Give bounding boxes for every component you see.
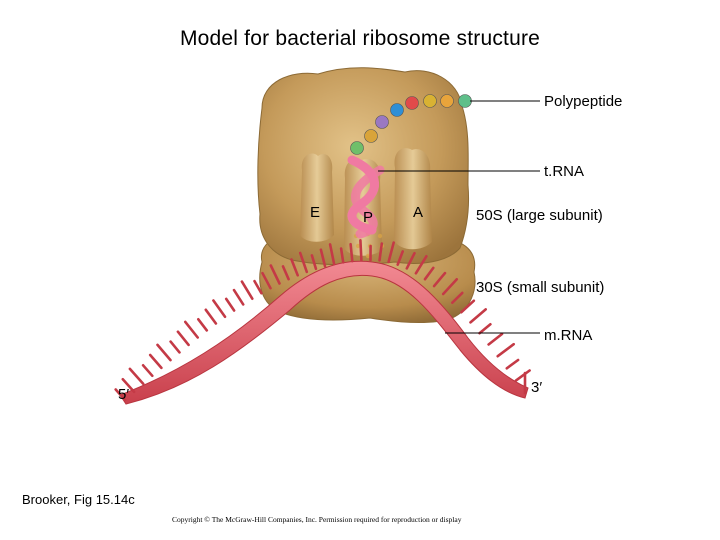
small-subunit-label: 30S (small subunit) — [476, 279, 605, 296]
mrna-nucleotide-tick — [310, 254, 318, 271]
mrna-nucleotide-tick — [359, 239, 363, 262]
mrna-nucleotide-tick — [232, 288, 245, 306]
e-site-pocket — [300, 153, 334, 242]
mrna-nucleotide-tick — [319, 248, 327, 268]
polypeptide-chain — [350, 94, 472, 155]
mrna-nucleotide-tick — [128, 367, 145, 386]
mrna-nucleotide-tick — [212, 299, 227, 319]
amino-acid-bead — [423, 94, 437, 108]
five-prime-label: 5′ — [118, 386, 130, 403]
diagram-title: Model for bacterial ribosome structure — [179, 27, 541, 50]
mrna-nucleotide-tick — [204, 308, 218, 325]
mrna-nucleotide-tick — [339, 247, 345, 264]
trna-molecule — [347, 155, 385, 239]
mrna-nucleotide-tick — [141, 363, 154, 378]
mrna-nucleotide-tick — [387, 241, 396, 264]
mrna-nucleotide-tick — [169, 340, 181, 354]
mrna-nucleotide-tick — [514, 369, 531, 382]
mrna-nucleotide-tick — [253, 279, 263, 295]
mrna-label: m.RNA — [544, 327, 593, 344]
mrna-nucleotide-tick — [432, 271, 447, 288]
mrna-nucleotide-tick — [281, 265, 290, 281]
mrna-nucleotide-tick — [478, 322, 492, 335]
amino-acid-bead — [390, 103, 404, 117]
a-site-label: A — [413, 204, 424, 221]
amino-acid-bead — [375, 115, 389, 129]
a-site-pocket — [394, 148, 432, 250]
mrna-nucleotide-tick — [261, 271, 272, 290]
mrna-nucleotide-tick — [441, 277, 459, 296]
mrna-nucleotide-tick — [176, 330, 190, 347]
mrna-nucleotide-tick — [469, 308, 488, 324]
mrna-nucleotide-tick — [114, 388, 127, 402]
mrna-nucleotide-tick — [184, 320, 199, 339]
amino-acid-bead — [405, 96, 419, 110]
amino-acid-bead — [458, 94, 472, 108]
mrna-nucleotide-tick — [269, 264, 281, 285]
copyright-notice: Copyright © The McGraw-Hill Companies, I… — [172, 515, 462, 524]
mrna-nucleotide-tick — [496, 342, 516, 358]
mrna-nucleotide-tick — [505, 358, 520, 370]
amino-acid-bead — [350, 141, 364, 155]
mrna-nucleotide-tick — [423, 266, 435, 281]
mrna-nucleotide-tick — [450, 291, 464, 305]
mrna-nucleotide-tick — [328, 243, 336, 266]
mrna-nucleotide-tick — [405, 251, 416, 270]
polypeptide-label: Polypeptide — [544, 93, 623, 110]
amino-acid-bead — [440, 94, 454, 108]
e-site-label: E — [310, 204, 321, 221]
large-subunit-label: 50S (large subunit) — [476, 207, 603, 224]
mrna-nucleotide-tick — [378, 242, 384, 262]
mrna-nucleotide-tick — [460, 299, 476, 314]
mrna-nucleotide-tick — [290, 258, 300, 277]
leader-lines — [378, 100, 540, 334]
mrna-nucleotide-tick — [487, 332, 504, 346]
mrna-nucleotide-tick — [240, 280, 254, 301]
mrna-strand — [114, 239, 531, 405]
mrna-nucleotide-tick — [349, 242, 354, 263]
mrna-nucleotide-tick — [414, 254, 428, 275]
mrna-nucleotide-tick — [224, 297, 236, 312]
mrna-nucleotide-tick — [396, 250, 405, 266]
mrna-nucleotide-tick — [156, 343, 172, 362]
trna-label: t.RNA — [544, 163, 585, 180]
figure-credit: Brooker, Fig 15.14c — [22, 492, 135, 507]
mrna-nucleotide-tick — [121, 377, 136, 394]
mrna-nucleotide-tick — [197, 317, 209, 332]
three-prime-label: 3′ — [531, 379, 543, 396]
mrna-nucleotide-tick — [298, 251, 309, 274]
p-site-label: P — [363, 209, 374, 226]
amino-acid-bead — [364, 129, 378, 143]
mrna-nucleotide-tick — [148, 353, 163, 370]
